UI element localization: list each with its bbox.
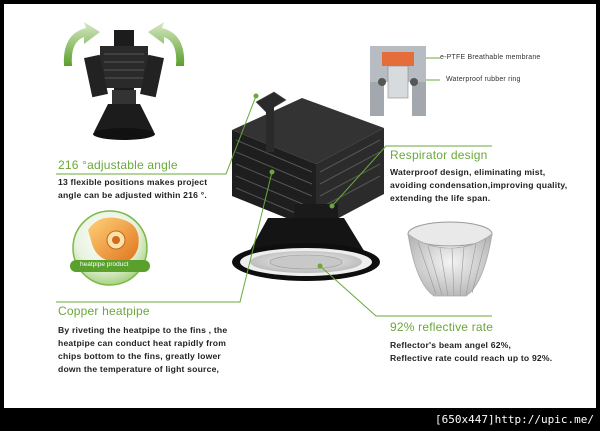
image-host-footer: [650x447]http://upic.me/ [0, 410, 600, 431]
respirator-valve-icon [370, 46, 426, 116]
angle-heading: 216 °adjustable angle [58, 158, 178, 172]
ring-label: Waterproof rubber ring [446, 76, 521, 83]
reflective-line-1: Reflector's beam angel 62%, [390, 340, 512, 350]
respirator-line-2: avoiding condensation,improving quality, [390, 180, 568, 190]
angle-line-1: 13 flexible positions makes project [58, 177, 208, 187]
copper-heading: Copper heatpipe [58, 304, 150, 318]
reflector-cup-icon [407, 221, 493, 297]
callout-lines [56, 57, 492, 317]
copper-line-1: By riveting the heatpipe to the fins , t… [58, 325, 228, 335]
heatpipe-product-badge [70, 210, 150, 286]
copper-line-3: chips bottom to the fins, greatly lower [58, 351, 221, 361]
copper-line-2: heatpipe can conduct heat rapidly from [58, 338, 227, 348]
illustration-graphics [56, 22, 493, 317]
copper-line-4: down the temperature of light source, [58, 364, 220, 374]
reflective-heading: 92% reflective rate [390, 320, 494, 334]
product-illustration: 216 °adjustable angle 13 flexible positi… [4, 4, 596, 408]
angle-line-2: angle can be adjusted within 216 °. [58, 190, 207, 200]
respirator-line-1: Waterproof design, eliminating mist, [390, 167, 546, 177]
respirator-heading: Respirator design [390, 148, 488, 162]
membrane-label: e-PTFE Breathable membrane [440, 54, 541, 61]
reflective-line-2: Reflective rate could reach up to 92%. [390, 353, 553, 363]
respirator-line-3: extending the life span. [390, 193, 491, 203]
adjustable-lamp-icon [63, 22, 185, 140]
heatpipe-badge-label: heatpipe product [80, 261, 129, 268]
footer-text: [650x447]http://upic.me/ [435, 413, 594, 426]
high-bay-lamp-illustration [232, 91, 384, 281]
